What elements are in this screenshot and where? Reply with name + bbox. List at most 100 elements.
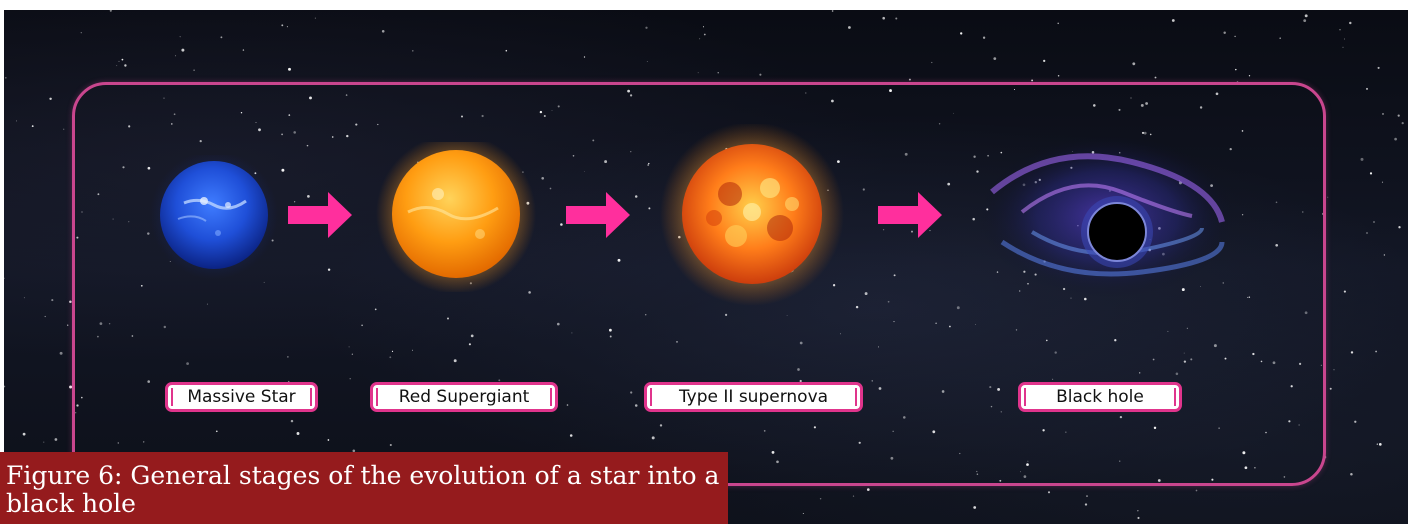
star-dot [634,195,638,198]
star-dot [949,325,951,328]
star-dot [1375,350,1377,353]
star-dot [960,32,963,35]
star-dot [1183,360,1187,363]
supernova-image [660,124,844,306]
star-dot [976,470,978,473]
star-dot [1320,364,1322,366]
star-dot [1047,491,1051,494]
star-dot [1093,104,1096,107]
star-dot [871,380,873,382]
star-dot [1043,59,1046,63]
star-dot [528,291,531,294]
star-dot [1027,283,1029,285]
star-dot [147,232,150,235]
star-dot [904,152,908,156]
star-dot [76,404,79,407]
star-dot [1084,297,1087,301]
star-dot [1141,131,1145,134]
star-dot [16,120,18,122]
star-dot [4,385,6,388]
star-dot [556,322,560,326]
star-dot [412,349,413,351]
star-dot [22,432,26,436]
star-dot [645,26,648,29]
star-dot [702,26,705,28]
star-dot [1381,181,1384,183]
star-dot [799,379,802,383]
star-dot [80,32,82,34]
star-dot [1031,79,1034,82]
star-dot [1152,358,1155,361]
star-dot [309,96,312,100]
star-dot [97,193,100,196]
star-dot [296,432,300,435]
star-dot [982,36,986,39]
star-dot [1350,473,1353,476]
star-dot [1132,62,1136,66]
figure-caption: Figure 6: General stages of the evolutio… [0,452,728,524]
star-dot [361,324,363,327]
star-dot [717,72,719,74]
star-dot [220,36,223,39]
star-dot [583,56,586,58]
star-dot [862,188,865,191]
star-dot [351,353,353,355]
star-dot [59,351,63,355]
star-dot [389,356,392,359]
star-dot [1401,122,1404,125]
star-dot [1000,411,1002,413]
star-dot [109,10,112,12]
star-dot [1057,75,1060,77]
star-dot [1137,516,1140,520]
star-dot [1248,296,1251,298]
star-dot [848,26,851,29]
star-dot [572,155,575,157]
star-dot [1350,351,1354,354]
star-dot [193,69,195,72]
star-dot [1265,431,1267,434]
star-dot [293,131,296,134]
star-dot [1143,131,1147,135]
star-dot [314,17,316,19]
arrow-right-icon [288,192,352,238]
star-dot [1248,75,1251,77]
star-dot [1254,467,1256,469]
star-dot [645,314,647,316]
star-dot [1275,201,1278,204]
star-dot [108,322,111,325]
star-dot [952,112,954,114]
star-dot [1304,311,1308,315]
star-dot [1394,137,1397,141]
star-dot [1382,113,1384,115]
star-dot [446,317,450,320]
star-dot [131,335,134,337]
star-dot [124,64,127,67]
star-dot [69,385,73,389]
star-dot [935,322,937,324]
star-dot [1013,88,1016,91]
star-dot [676,341,678,343]
star-dot [1175,372,1179,376]
star-dot [1397,114,1400,117]
star-dot [1369,172,1373,175]
star-dot [799,341,803,345]
star-dot [1042,429,1045,432]
star-dot [63,128,65,130]
star-dot [240,112,243,114]
star-dot [175,55,177,57]
star-dot [882,229,885,231]
star-dot [143,441,145,443]
star-dot [786,315,788,316]
star-dot [1339,29,1341,31]
star-dot [1298,424,1300,426]
star-dot [1333,369,1335,371]
star-dot [327,268,331,271]
star-dot [287,356,289,358]
star-dot [831,99,834,103]
star-dot [1377,66,1380,69]
star-dot [566,404,569,406]
stage-label-text: Red Supergiant [398,387,530,407]
star-dot [813,426,816,429]
star-dot [908,78,911,81]
star-dot [99,322,103,325]
